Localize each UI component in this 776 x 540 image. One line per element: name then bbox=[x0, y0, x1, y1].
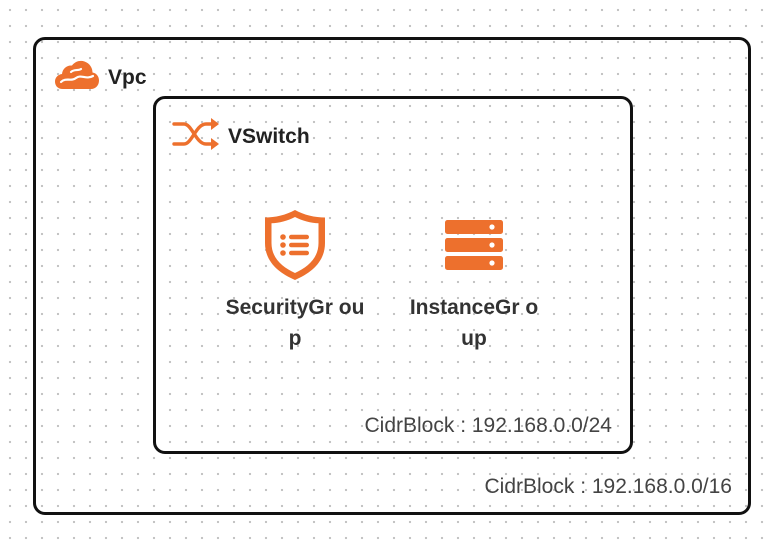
vswitch-cidr-block: CidrBlock : 192.168.0.0/24 bbox=[364, 414, 613, 437]
switch-arrows-icon bbox=[172, 116, 220, 157]
vpc-cidr-block: CidrBlock : 192.168.0.0/16 bbox=[484, 475, 733, 498]
vpc-group[interactable]: Vpc CidrBlock : 192.168.0.0/16 bbox=[33, 37, 751, 515]
vswitch-group[interactable]: VSwitch CidrBlock : 192.168.0.0/24 bbox=[153, 96, 633, 454]
instance-group-label: InstanceGr oup bbox=[409, 296, 539, 350]
vpc-title: Vpc bbox=[108, 65, 147, 89]
vswitch-header: VSwitch bbox=[172, 116, 310, 157]
instance-group-node[interactable]: InstanceGr oup bbox=[399, 212, 549, 354]
vpc-header: Vpc bbox=[54, 60, 147, 95]
vswitch-title: VSwitch bbox=[228, 124, 310, 148]
shield-list-icon bbox=[262, 210, 328, 280]
server-stack-icon bbox=[441, 212, 507, 278]
cloud-icon bbox=[54, 60, 100, 95]
security-group-label: SecurityGr oup bbox=[225, 296, 365, 350]
security-group-node[interactable]: SecurityGr oup bbox=[220, 210, 370, 354]
